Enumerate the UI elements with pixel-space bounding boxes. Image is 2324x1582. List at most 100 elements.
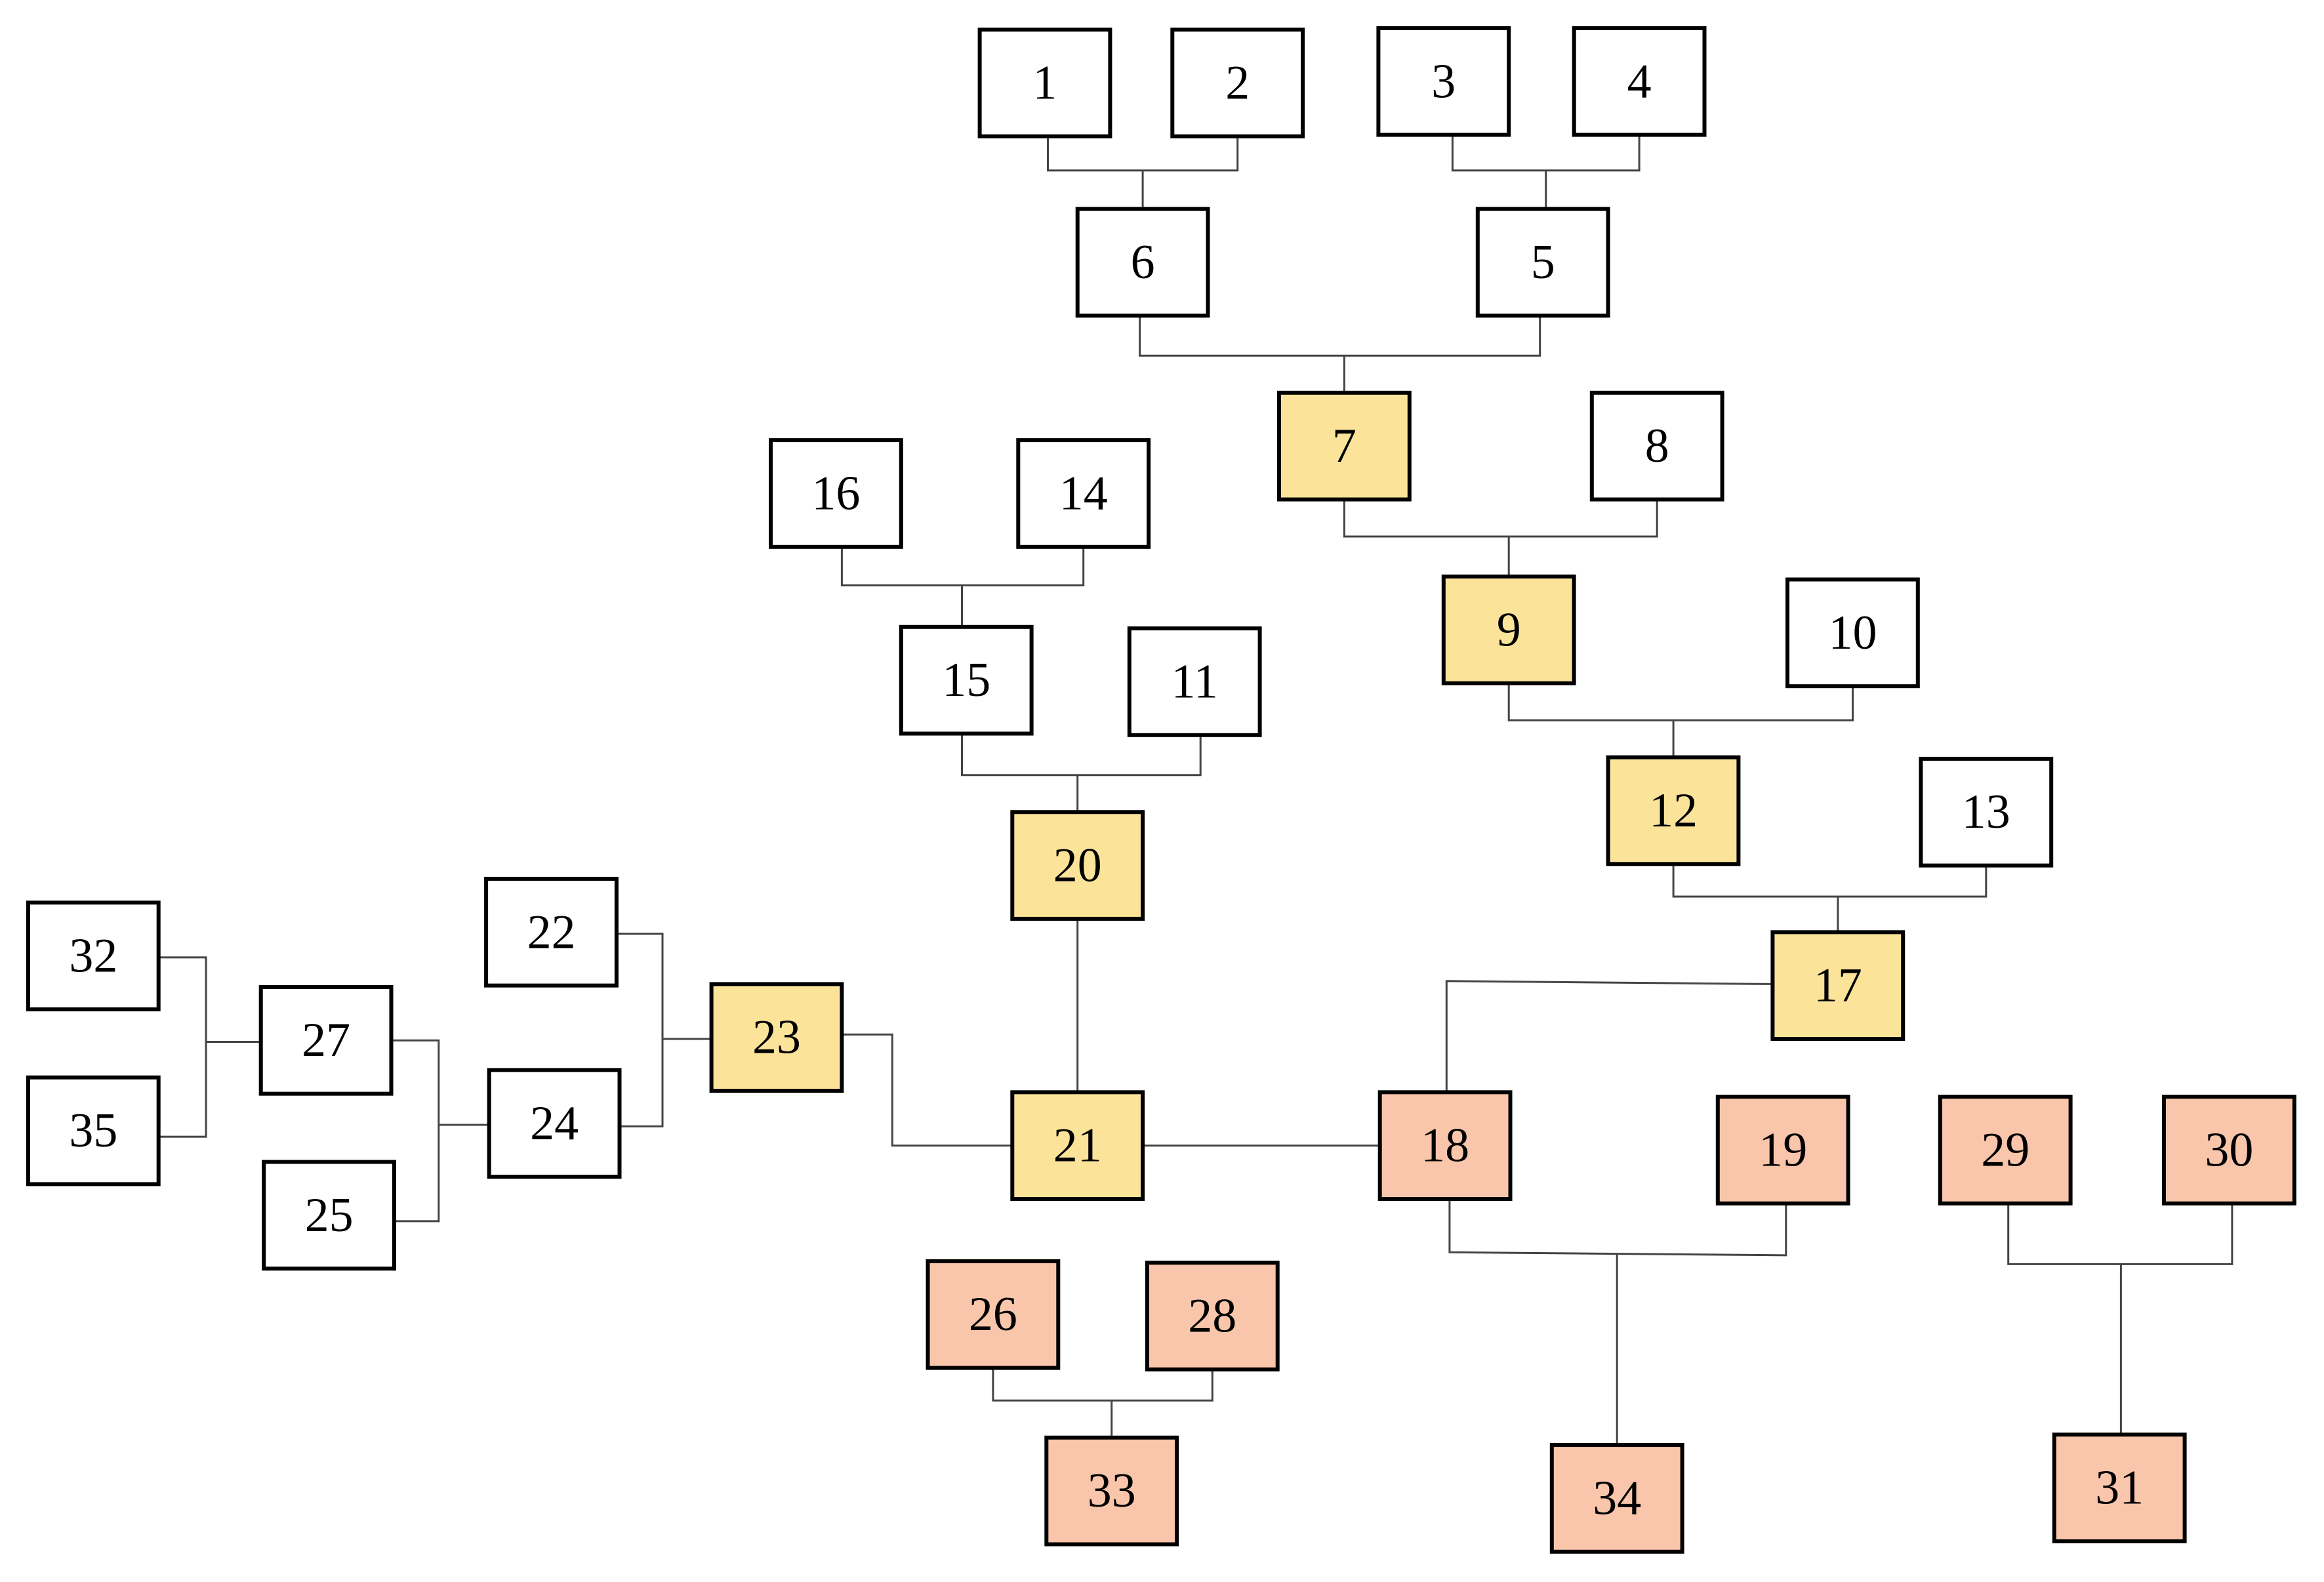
node-box xyxy=(484,876,619,988)
node-label: 9 xyxy=(1497,603,1521,657)
node-label: 6 xyxy=(1131,235,1155,289)
node-box xyxy=(1785,577,1920,689)
node-label: 2 xyxy=(1225,56,1250,110)
node-label: 20 xyxy=(1053,839,1102,893)
node-11: 11 xyxy=(1127,626,1262,737)
node-box xyxy=(1075,207,1210,318)
node-31: 31 xyxy=(2052,1432,2187,1544)
node-box xyxy=(1572,26,1707,137)
node-box xyxy=(26,901,161,1011)
node-box xyxy=(1770,930,1906,1042)
node-box xyxy=(1441,575,1576,685)
node-label: 15 xyxy=(942,653,990,707)
node-17: 17 xyxy=(1770,930,1906,1042)
node-label: 7 xyxy=(1332,419,1356,473)
node-7: 7 xyxy=(1277,390,1412,502)
node-box xyxy=(1376,26,1511,137)
node-label: 3 xyxy=(1431,54,1456,108)
node-box xyxy=(1170,28,1305,138)
node-26: 26 xyxy=(926,1259,1061,1370)
node-16: 16 xyxy=(769,438,903,549)
connector-line xyxy=(1139,315,1541,357)
node-label: 17 xyxy=(1814,959,1862,1013)
node-label: 13 xyxy=(1962,785,2010,839)
node-box xyxy=(1145,1261,1280,1371)
node-box xyxy=(1475,207,1610,318)
node-24: 24 xyxy=(487,1068,622,1179)
node-box xyxy=(1010,810,1145,921)
connector-line xyxy=(1047,136,1239,172)
node-box xyxy=(26,1075,161,1186)
node-33: 33 xyxy=(1044,1435,1179,1547)
node-box xyxy=(2162,1095,2296,1206)
connector-line xyxy=(2007,1203,2233,1265)
node-label: 30 xyxy=(2205,1123,2253,1177)
node-label: 8 xyxy=(1645,419,1669,473)
node-box xyxy=(258,984,394,1096)
node-label: 26 xyxy=(969,1288,1017,1341)
node-label: 25 xyxy=(305,1188,354,1242)
connector-line xyxy=(1672,864,1988,898)
connector-line xyxy=(158,956,207,1138)
node-32: 32 xyxy=(26,901,161,1011)
connector-line xyxy=(992,1368,1213,1402)
node-4: 4 xyxy=(1572,26,1707,137)
node-13: 13 xyxy=(1919,756,2054,868)
node-box xyxy=(1919,756,2054,868)
node-box xyxy=(1715,1095,1850,1206)
node-28: 28 xyxy=(1145,1261,1280,1371)
node-box xyxy=(709,982,844,1093)
node-box xyxy=(487,1068,622,1179)
node-label: 1 xyxy=(1033,56,1057,110)
node-27: 27 xyxy=(258,984,394,1096)
node-8: 8 xyxy=(1589,390,1724,502)
node-box xyxy=(1938,1095,2073,1206)
node-label: 27 xyxy=(302,1013,350,1067)
node-label: 33 xyxy=(1088,1464,1136,1518)
connector-lines xyxy=(158,134,2233,1446)
node-box xyxy=(769,438,903,549)
node-label: 16 xyxy=(811,466,860,520)
node-label: 29 xyxy=(1981,1123,2029,1177)
node-box xyxy=(899,624,1034,736)
node-10: 10 xyxy=(1785,577,1920,689)
node-box xyxy=(1549,1443,1684,1554)
node-3: 3 xyxy=(1376,26,1511,137)
node-label: 12 xyxy=(1649,784,1698,838)
node-box xyxy=(1277,390,1412,502)
node-label: 28 xyxy=(1188,1289,1236,1343)
node-label: 4 xyxy=(1627,54,1652,108)
node-box xyxy=(1127,626,1262,737)
connector-line xyxy=(1451,134,1641,172)
connector-line xyxy=(617,933,664,1127)
node-21: 21 xyxy=(1010,1090,1145,1202)
connector-line xyxy=(843,1033,1013,1147)
node-box xyxy=(2052,1432,2187,1544)
node-29: 29 xyxy=(1938,1095,2073,1206)
node-box xyxy=(1044,1435,1179,1547)
connector-line xyxy=(1448,1199,1787,1257)
node-label: 22 xyxy=(527,905,576,959)
node-20: 20 xyxy=(1010,810,1145,921)
node-label: 18 xyxy=(1421,1119,1469,1173)
node-label: 5 xyxy=(1531,235,1555,289)
connector-line xyxy=(1507,683,1854,721)
node-label: 19 xyxy=(1759,1123,1807,1177)
node-15: 15 xyxy=(899,624,1034,736)
node-25: 25 xyxy=(262,1160,397,1271)
node-5: 5 xyxy=(1475,207,1610,318)
node-label: 35 xyxy=(69,1104,117,1158)
node-34: 34 xyxy=(1549,1443,1684,1554)
node-box xyxy=(262,1160,397,1271)
node-box xyxy=(977,28,1112,138)
connector-line xyxy=(1343,499,1658,538)
node-label: 32 xyxy=(69,929,117,983)
node-box xyxy=(1606,755,1741,866)
node-6: 6 xyxy=(1075,207,1210,318)
connector-line xyxy=(391,1039,440,1223)
node-35: 35 xyxy=(26,1075,161,1186)
node-label: 14 xyxy=(1059,466,1108,520)
node-22: 22 xyxy=(484,876,619,988)
